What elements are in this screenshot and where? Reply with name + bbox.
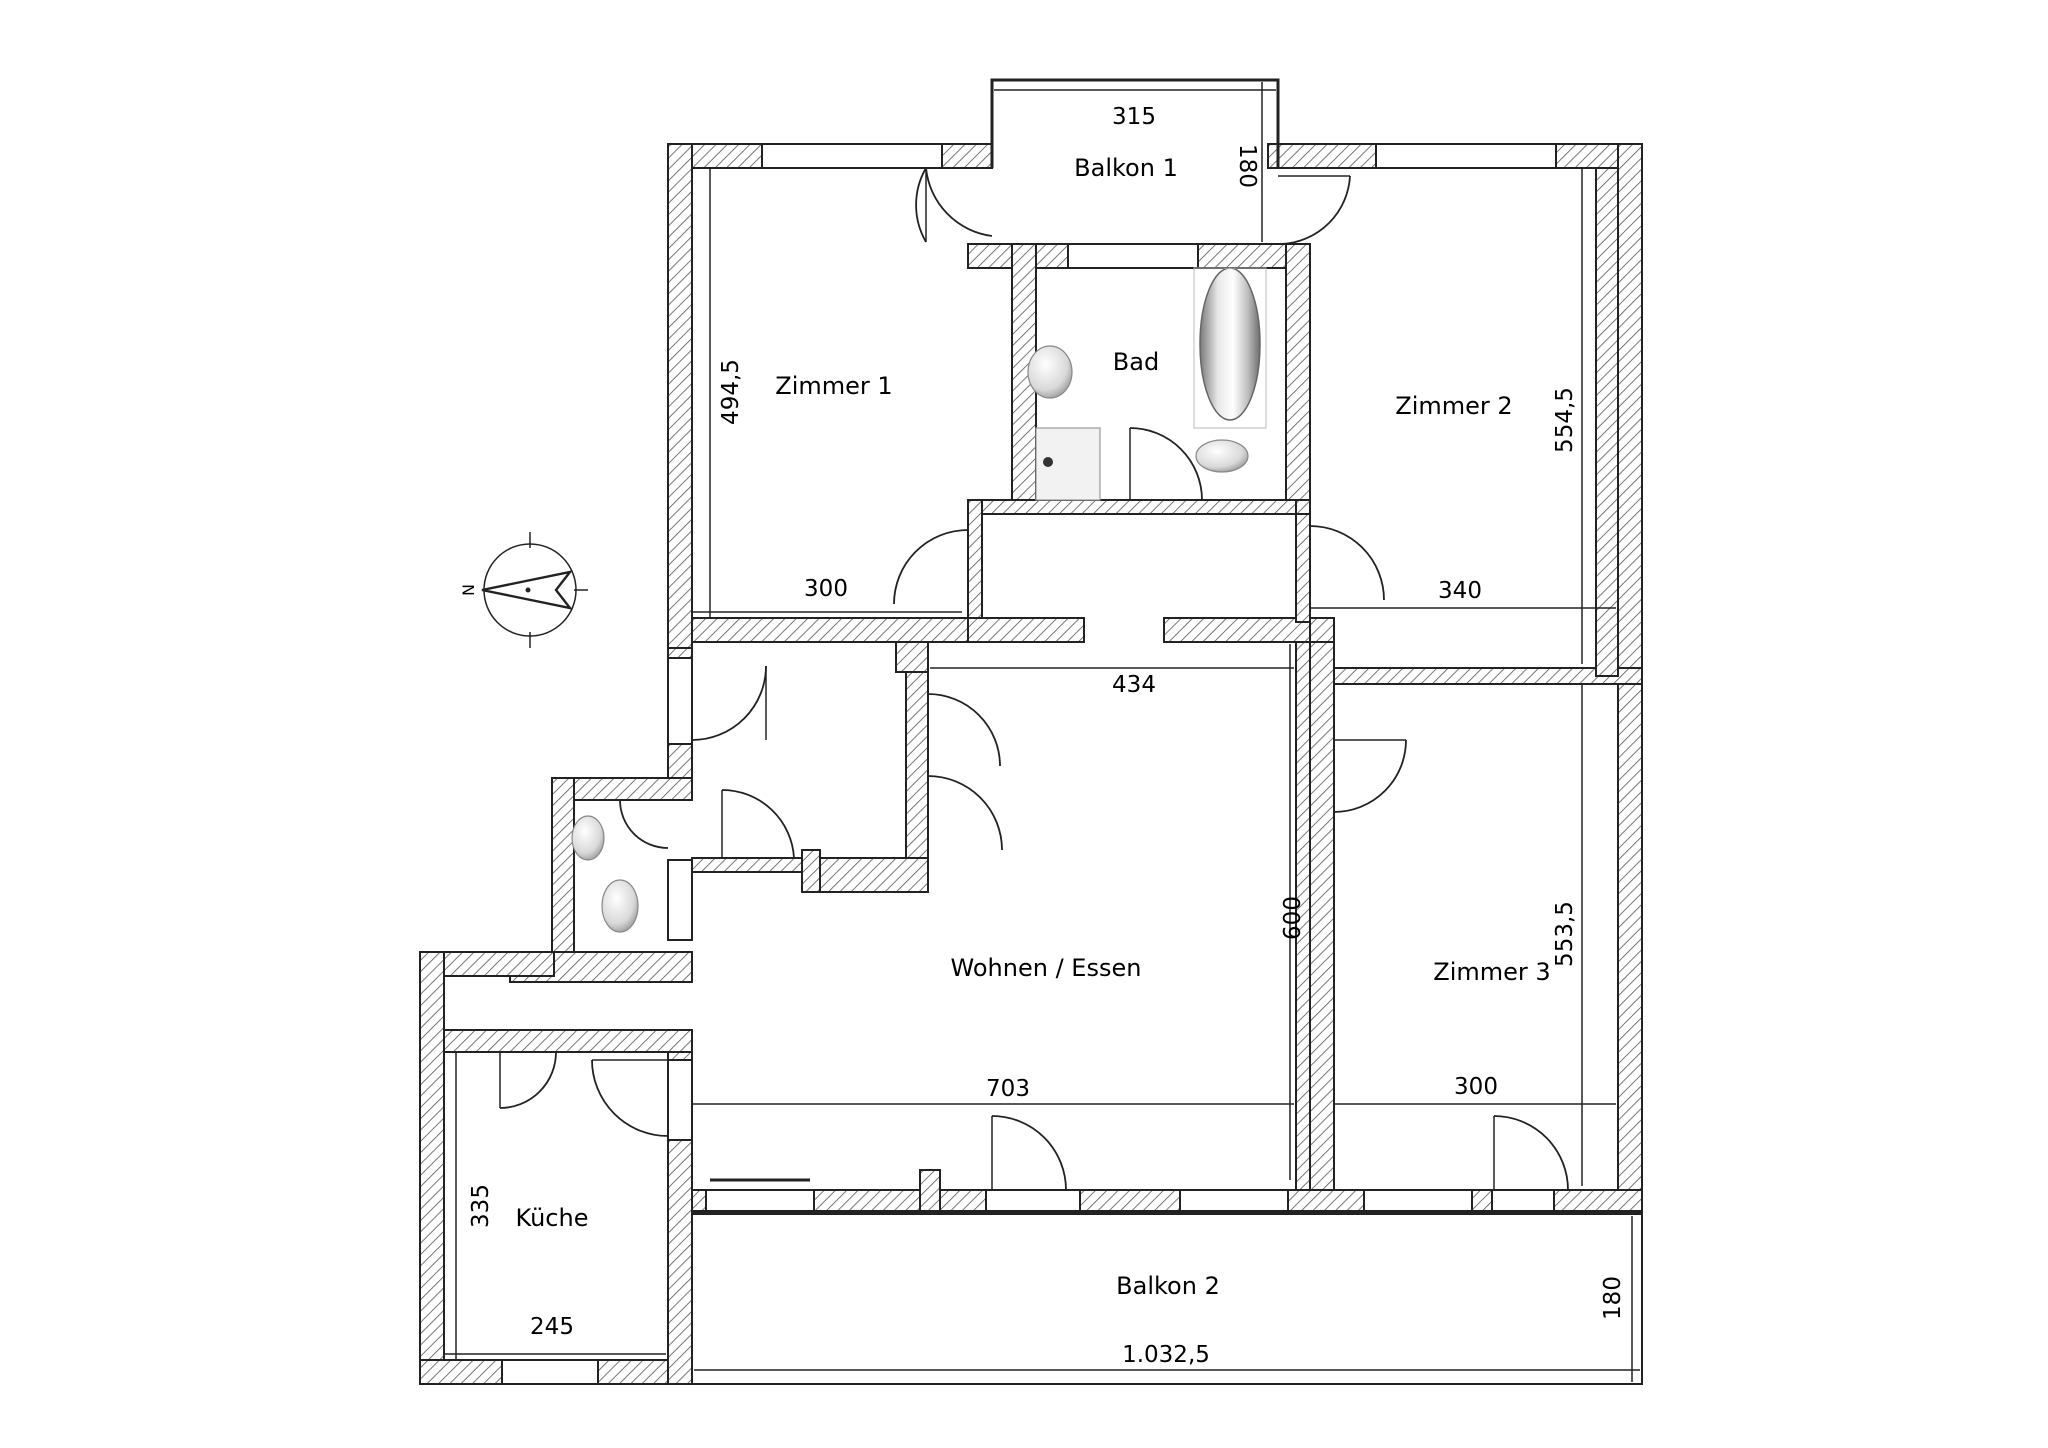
window-kitchen-side <box>667 1059 693 1141</box>
label-wohnen: Wohnen / Essen <box>951 954 1142 982</box>
label-zimmer3: Zimmer 3 <box>1433 958 1550 986</box>
room-labels: Balkon 1 Bad Zimmer 1 Zimmer 2 Wohnen / … <box>516 154 1551 1300</box>
dim-zimmer3-height: 553,5 <box>1552 901 1578 967</box>
label-zimmer1: Zimmer 1 <box>775 372 892 400</box>
wall-hall-right <box>905 641 929 893</box>
wall-living-right <box>1295 641 1311 1191</box>
wall-corridor-top <box>967 499 1311 515</box>
dim-total-width: 1.032,5 <box>1122 1342 1210 1368</box>
dim-zimmer1-width: 300 <box>804 576 848 602</box>
wall-hall-bottom <box>801 857 929 893</box>
dim-zimmer2-height: 554,5 <box>1552 387 1578 453</box>
dim-balkon2-depth: 180 <box>1600 1276 1626 1320</box>
wall-kitchen-hall <box>443 1029 693 1053</box>
label-zimmer2: Zimmer 2 <box>1395 392 1512 420</box>
label-balkon1: Balkon 1 <box>1074 154 1178 182</box>
window-zimmer1 <box>761 143 943 169</box>
windows <box>501 143 1619 1385</box>
window-hall <box>667 657 693 745</box>
compass-north-label: N <box>459 584 478 596</box>
toilet-icon <box>1195 439 1249 473</box>
label-kueche: Küche <box>516 1204 589 1232</box>
wall-corridor-left <box>967 499 983 623</box>
dim-zimmer3-width: 300 <box>1454 1074 1498 1100</box>
wc-sink-icon <box>571 815 605 861</box>
wall-bath-right <box>1285 243 1311 513</box>
dim-kueche-height: 335 <box>468 1184 494 1228</box>
dim-zimmer1-height: 494,5 <box>718 359 744 425</box>
sink-icon <box>1027 345 1073 399</box>
wall-zimmer2-left <box>1295 513 1311 623</box>
balcony-1 <box>990 78 1280 245</box>
dim-wohnen-width: 703 <box>986 1076 1030 1102</box>
dimension-labels: 315 180 494,5 300 554,5 340 434 600 703 … <box>468 104 1626 1368</box>
wall-kitchen-left <box>419 951 445 1385</box>
wall-zimmer3-left <box>1309 641 1335 1191</box>
bathtub-frame <box>1193 267 1267 429</box>
wall-corridor-bottom-right <box>1163 617 1311 643</box>
dim-zimmer2-width: 340 <box>1438 578 1482 604</box>
dim-kueche-width: 245 <box>530 1314 574 1340</box>
wall-zimmer2-inner <box>1595 167 1619 677</box>
window-bath <box>1067 243 1199 269</box>
wall-hall-floor <box>691 857 803 873</box>
doors <box>499 167 1569 1191</box>
wc-toilet-icon <box>601 879 639 933</box>
interior-walls <box>691 167 1643 1215</box>
compass-icon: N <box>459 532 588 648</box>
wall-hall-stub <box>801 849 821 893</box>
dim-wohnen-top: 434 <box>1112 672 1156 698</box>
wall-left-upper <box>667 143 693 649</box>
label-balkon2: Balkon 2 <box>1116 1272 1220 1300</box>
balcony-2 <box>691 1210 1643 1385</box>
dim-balkon1-width: 315 <box>1112 104 1156 130</box>
window-zimmer2-right <box>1595 167 1619 677</box>
shower-drain-icon <box>1043 457 1053 467</box>
window-wc <box>667 859 693 941</box>
wall-wc-left <box>551 777 575 965</box>
dim-balkon1-depth: 180 <box>1234 144 1260 188</box>
wall-living-stub <box>919 1169 941 1215</box>
window-kitchen <box>501 1359 599 1385</box>
wall-corridor-bottom-left <box>967 617 1085 643</box>
wall-zimmer1-bottom <box>691 617 969 643</box>
fixtures <box>571 267 1267 933</box>
wall-closet-block <box>895 641 929 673</box>
label-bad: Bad <box>1113 348 1159 376</box>
dimension-lines <box>444 82 1640 1382</box>
window-zimmer2 <box>1375 143 1557 169</box>
dim-wohnen-height: 600 <box>1280 896 1306 940</box>
bathtub-icon <box>1199 267 1261 421</box>
